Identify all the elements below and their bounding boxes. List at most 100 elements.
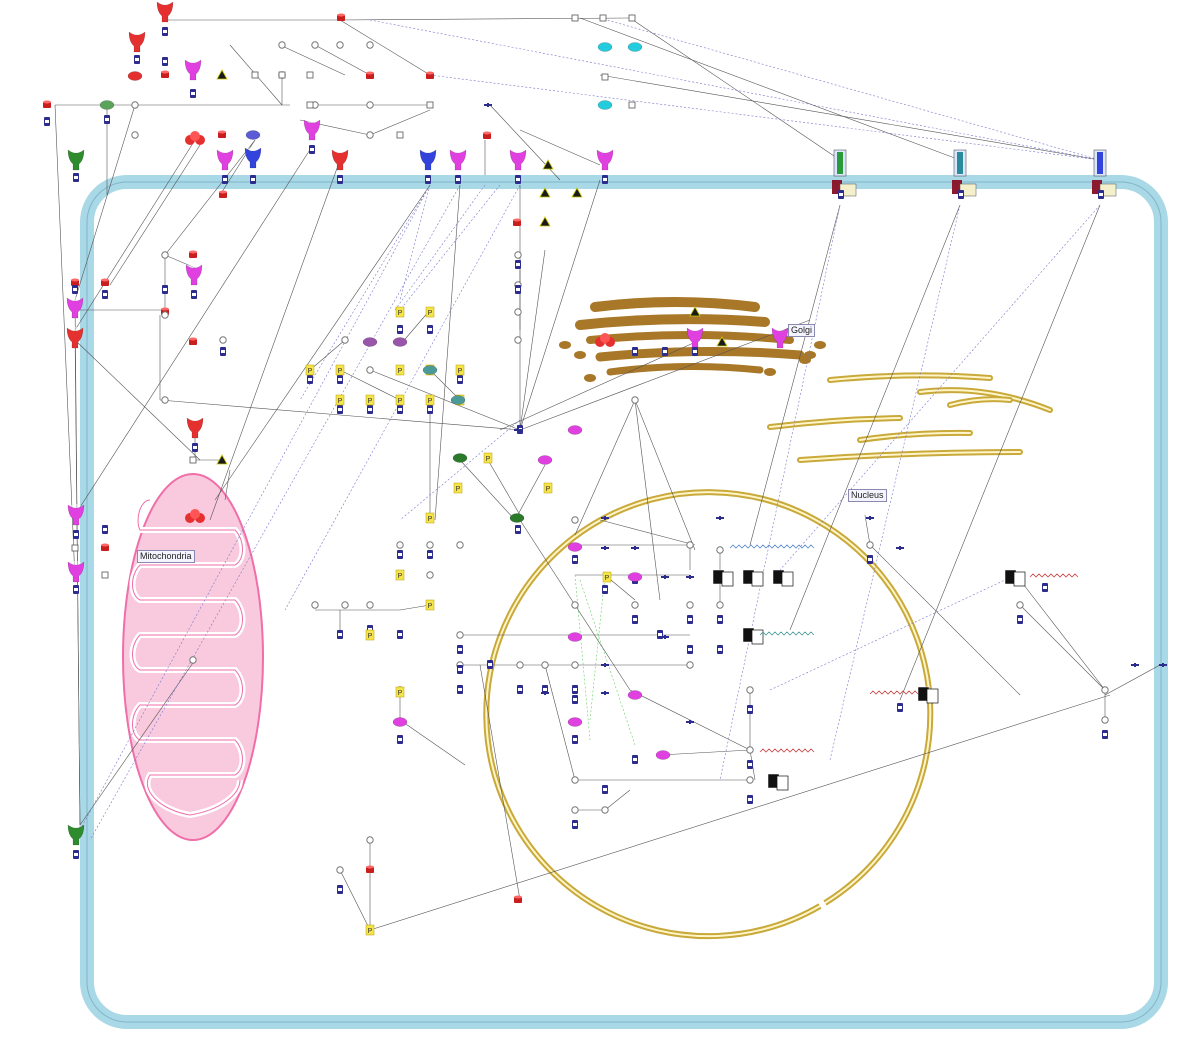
protein-body: [101, 545, 109, 551]
gene-node: [457, 375, 463, 384]
warning-node: [542, 159, 554, 170]
gene-mark: [458, 688, 462, 691]
gene-mark: [658, 633, 662, 636]
protein-top: [513, 218, 521, 222]
phospho-glyph: P: [428, 398, 433, 405]
golgi-cisterna: [575, 314, 770, 330]
dotted-edge: [89, 184, 461, 841]
link-node: [866, 516, 874, 520]
receptor-node: [449, 149, 467, 171]
reaction-edge: [544, 664, 576, 781]
gene-mark: [748, 708, 752, 711]
receptor-node: [128, 31, 146, 53]
reaction-edge: [279, 44, 346, 76]
gene-mark: [398, 633, 402, 636]
gene-node: [457, 685, 463, 694]
gene-node: [427, 550, 433, 559]
phosphorylation-node: P: [305, 364, 315, 376]
receptor-shine: [70, 327, 80, 331]
rna-card-back: [1013, 571, 1026, 587]
reaction-edge: [459, 459, 516, 521]
link-node: [601, 516, 609, 520]
gene-mark: [338, 378, 342, 381]
receptor-node: [67, 561, 85, 583]
phospho-glyph: P: [486, 456, 491, 463]
rna-card-back: [781, 571, 794, 587]
channel-core: [957, 152, 963, 174]
gene-mark: [688, 648, 692, 651]
gene-mark: [74, 176, 78, 179]
reaction-edge: [74, 339, 201, 461]
golgi-vesicle: [574, 351, 586, 359]
phosphorylation-node: P: [395, 364, 405, 376]
receptor-node: [244, 147, 262, 169]
phosphorylation-node: P: [365, 629, 375, 641]
complex-node: [185, 131, 205, 145]
reaction-edge: [339, 869, 371, 931]
hub-node: [426, 571, 434, 579]
gene-mark: [573, 688, 577, 691]
hub-node: [1101, 716, 1109, 724]
receptor-node: [185, 264, 203, 286]
protein-body: [426, 73, 434, 79]
gene-node: [515, 285, 521, 294]
phospho-box: [395, 306, 405, 318]
phosphorylation-node: P: [425, 394, 435, 406]
gene-mark: [338, 888, 342, 891]
gene-mark: [516, 178, 520, 181]
hub-node: [189, 656, 197, 664]
protein-node: [514, 895, 522, 903]
gene-node: [455, 175, 461, 184]
phospho-glyph: P: [398, 398, 403, 405]
enzyme-node: [597, 42, 613, 52]
gene-node: [717, 645, 723, 654]
gene-node: [427, 325, 433, 334]
gene-node: [517, 685, 523, 694]
gene-mark: [688, 618, 692, 621]
gene-node: [897, 703, 903, 712]
receptor-node: [156, 1, 174, 23]
phospho-box: [425, 306, 435, 318]
rna-card-back: [751, 571, 764, 587]
hub-node: [866, 541, 874, 549]
protein-body: [483, 133, 491, 139]
gene-node: [687, 645, 693, 654]
dotted-edge: [299, 184, 431, 401]
protein-top: [366, 71, 374, 75]
gene-node: [337, 175, 343, 184]
link-node: [514, 428, 522, 432]
transcript-wave: [1029, 573, 1079, 578]
reaction-edge: [429, 369, 461, 401]
receptor-node: [67, 149, 85, 171]
protein-node: [483, 131, 491, 139]
warning-node: [216, 454, 228, 465]
rna-node: [767, 773, 789, 791]
rna-card-back: [926, 688, 939, 704]
gene-mark: [839, 193, 843, 196]
reaction-edge: [209, 159, 341, 521]
phosphorylation-node: P: [395, 686, 405, 698]
dotted-edge: [399, 419, 521, 521]
gene-node: [572, 820, 578, 829]
enzyme-node: [567, 425, 583, 435]
hub-node: [1101, 686, 1109, 694]
phospho-box: [305, 364, 315, 376]
reaction-edge: [519, 319, 811, 431]
reaction-edge: [339, 19, 431, 76]
gene-node: [162, 57, 168, 66]
phospho-box: [395, 569, 405, 581]
protein-body: [513, 220, 521, 226]
gene-node: [457, 645, 463, 654]
golgi-vesicle: [799, 356, 811, 364]
dotted-edge: [399, 184, 501, 311]
phospho-glyph: P: [428, 310, 433, 317]
gene-node: [220, 347, 226, 356]
gene-mark: [310, 148, 314, 151]
link-node: [601, 546, 609, 550]
link-node: [484, 103, 492, 107]
complex-node: [595, 333, 615, 347]
gene-node: [515, 175, 521, 184]
phosphorylation-node: P: [453, 482, 463, 494]
phospho-glyph: P: [308, 368, 313, 375]
enzyme-node: [567, 542, 583, 552]
